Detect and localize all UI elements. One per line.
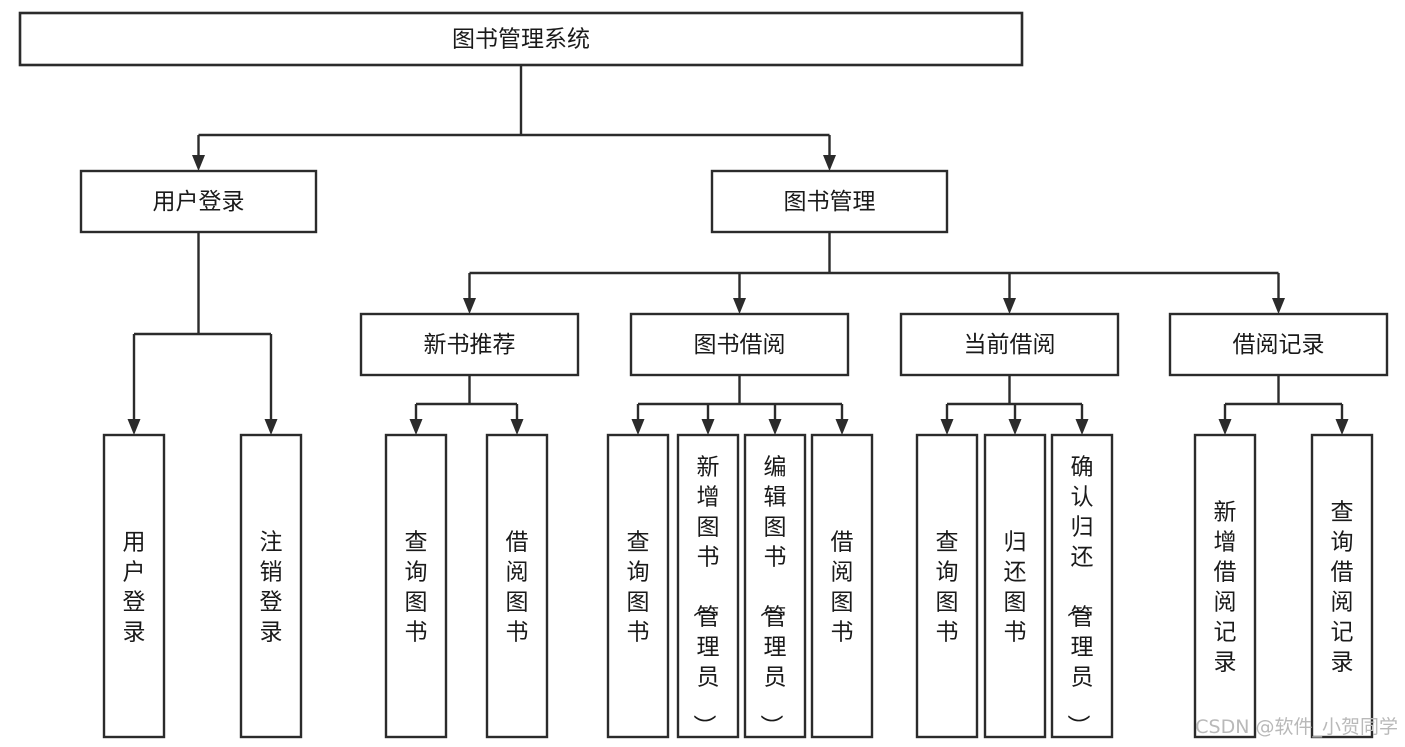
node-label-leaf-query-book-recommend: 查询图书	[405, 529, 428, 645]
arrow-head	[127, 419, 141, 435]
node-label-leaf-logout: 注销登录	[260, 529, 283, 645]
arrow-head	[192, 155, 205, 171]
arrow-head	[264, 419, 278, 435]
node-label-book-management: 图书管理	[784, 189, 876, 215]
node-leaf-borrow-book[interactable]: 借阅图书	[810, 433, 874, 739]
connector-new-book-recommend-to-leaves	[409, 375, 524, 435]
node-leaf-confirm-return-admin[interactable]: 确认归还（管理员）	[1050, 433, 1114, 739]
connector-book-management-to-level3	[463, 232, 1285, 314]
arrow-head	[733, 298, 746, 314]
node-label-leaf-add-book-admin: 新增图书（管理员）	[691, 454, 720, 737]
node-user-login[interactable]: 用户登录	[79, 169, 318, 234]
node-leaf-query-book-borrow[interactable]: 查询图书	[606, 433, 670, 739]
node-box-root[interactable]	[18, 11, 1024, 67]
node-box-leaf-logout[interactable]	[239, 433, 303, 739]
node-box-leaf-add-book-admin[interactable]	[676, 433, 740, 739]
connector-root-to-level2	[192, 65, 836, 171]
node-leaf-logout[interactable]: 注销登录	[239, 433, 303, 739]
node-leaf-edit-book-admin[interactable]: 编辑图书（管理员）	[743, 433, 807, 739]
node-box-leaf-add-borrow-record[interactable]	[1193, 433, 1257, 739]
connector-user-login-to-leaves	[127, 232, 278, 435]
node-box-current-borrow[interactable]	[899, 312, 1120, 377]
node-label-leaf-borrow-book-recommend: 借阅图书	[506, 529, 529, 645]
node-leaf-add-book-admin[interactable]: 新增图书（管理员）	[676, 433, 740, 739]
node-borrow-records[interactable]: 借阅记录	[1168, 312, 1389, 377]
arrow-head	[1272, 298, 1285, 314]
node-box-leaf-query-book-recommend[interactable]	[384, 433, 448, 739]
node-box-leaf-confirm-return-admin[interactable]	[1050, 433, 1114, 739]
node-label-leaf-query-borrow-record: 查询借阅记录	[1331, 499, 1354, 675]
node-box-borrow-records[interactable]	[1168, 312, 1389, 377]
node-label-leaf-confirm-return-admin: 确认归还（管理员）	[1065, 454, 1094, 737]
arrow-head	[409, 419, 423, 435]
arrow-head	[835, 419, 849, 435]
arrow-head	[1075, 419, 1089, 435]
node-label-leaf-add-borrow-record: 新增借阅记录	[1214, 499, 1237, 675]
node-new-book-recommend[interactable]: 新书推荐	[359, 312, 580, 377]
node-leaf-query-book-current[interactable]: 查询图书	[915, 433, 979, 739]
arrow-head	[1008, 419, 1022, 435]
arrow-head	[940, 419, 954, 435]
node-label-leaf-return-book: 归还图书	[1004, 529, 1027, 645]
node-box-leaf-query-book-borrow[interactable]	[606, 433, 670, 739]
node-box-new-book-recommend[interactable]	[359, 312, 580, 377]
arrow-head	[1335, 419, 1349, 435]
arrow-head	[1003, 298, 1016, 314]
node-box-leaf-query-borrow-record[interactable]	[1310, 433, 1374, 739]
node-label-leaf-query-book-current: 查询图书	[936, 529, 959, 645]
node-box-book-management[interactable]	[710, 169, 949, 234]
arrow-head	[631, 419, 645, 435]
arrow-head	[463, 298, 476, 314]
node-label-leaf-borrow-book: 借阅图书	[831, 529, 854, 645]
node-book-borrow[interactable]: 图书借阅	[629, 312, 850, 377]
node-leaf-borrow-book-recommend[interactable]: 借阅图书	[485, 433, 549, 739]
node-label-new-book-recommend: 新书推荐	[424, 332, 516, 358]
node-label-user-login: 用户登录	[153, 189, 245, 215]
node-label-current-borrow: 当前借阅	[964, 332, 1056, 358]
arrow-head	[823, 155, 836, 171]
watermark: CSDN @软件_小贺同学	[1195, 716, 1398, 738]
node-box-book-borrow[interactable]	[629, 312, 850, 377]
arrow-head	[510, 419, 524, 435]
connector-book-borrow-to-leaves	[631, 375, 849, 435]
node-label-root: 图书管理系统	[452, 27, 590, 53]
node-leaf-query-book-recommend[interactable]: 查询图书	[384, 433, 448, 739]
node-label-leaf-user-login: 用户登录	[123, 529, 146, 645]
node-current-borrow[interactable]: 当前借阅	[899, 312, 1120, 377]
node-leaf-return-book[interactable]: 归还图书	[983, 433, 1047, 739]
node-box-leaf-return-book[interactable]	[983, 433, 1047, 739]
node-label-leaf-edit-book-admin: 编辑图书（管理员）	[758, 454, 787, 737]
node-box-leaf-user-login[interactable]	[102, 433, 166, 739]
node-label-leaf-query-book-borrow: 查询图书	[627, 529, 650, 645]
node-leaf-add-borrow-record[interactable]: 新增借阅记录	[1193, 433, 1257, 739]
node-leaf-query-borrow-record[interactable]: 查询借阅记录	[1310, 433, 1374, 739]
node-layer: 图书管理系统用户登录图书管理新书推荐图书借阅当前借阅借阅记录用户登录注销登录查询…	[18, 11, 1389, 739]
node-box-user-login[interactable]	[79, 169, 318, 234]
node-label-book-borrow: 图书借阅	[694, 332, 786, 358]
node-box-leaf-borrow-book[interactable]	[810, 433, 874, 739]
connector-layer	[127, 65, 1349, 435]
connector-borrow-records-to-leaves	[1218, 375, 1349, 435]
node-label-borrow-records: 借阅记录	[1233, 332, 1325, 358]
node-root[interactable]: 图书管理系统	[18, 11, 1024, 67]
node-box-leaf-query-book-current[interactable]	[915, 433, 979, 739]
node-box-leaf-edit-book-admin[interactable]	[743, 433, 807, 739]
connector-current-borrow-to-leaves	[940, 375, 1089, 435]
arrow-head	[768, 419, 782, 435]
node-leaf-user-login[interactable]: 用户登录	[102, 433, 166, 739]
node-box-leaf-borrow-book-recommend[interactable]	[485, 433, 549, 739]
node-book-management[interactable]: 图书管理	[710, 169, 949, 234]
arrow-head	[1218, 419, 1232, 435]
arrow-head	[701, 419, 715, 435]
